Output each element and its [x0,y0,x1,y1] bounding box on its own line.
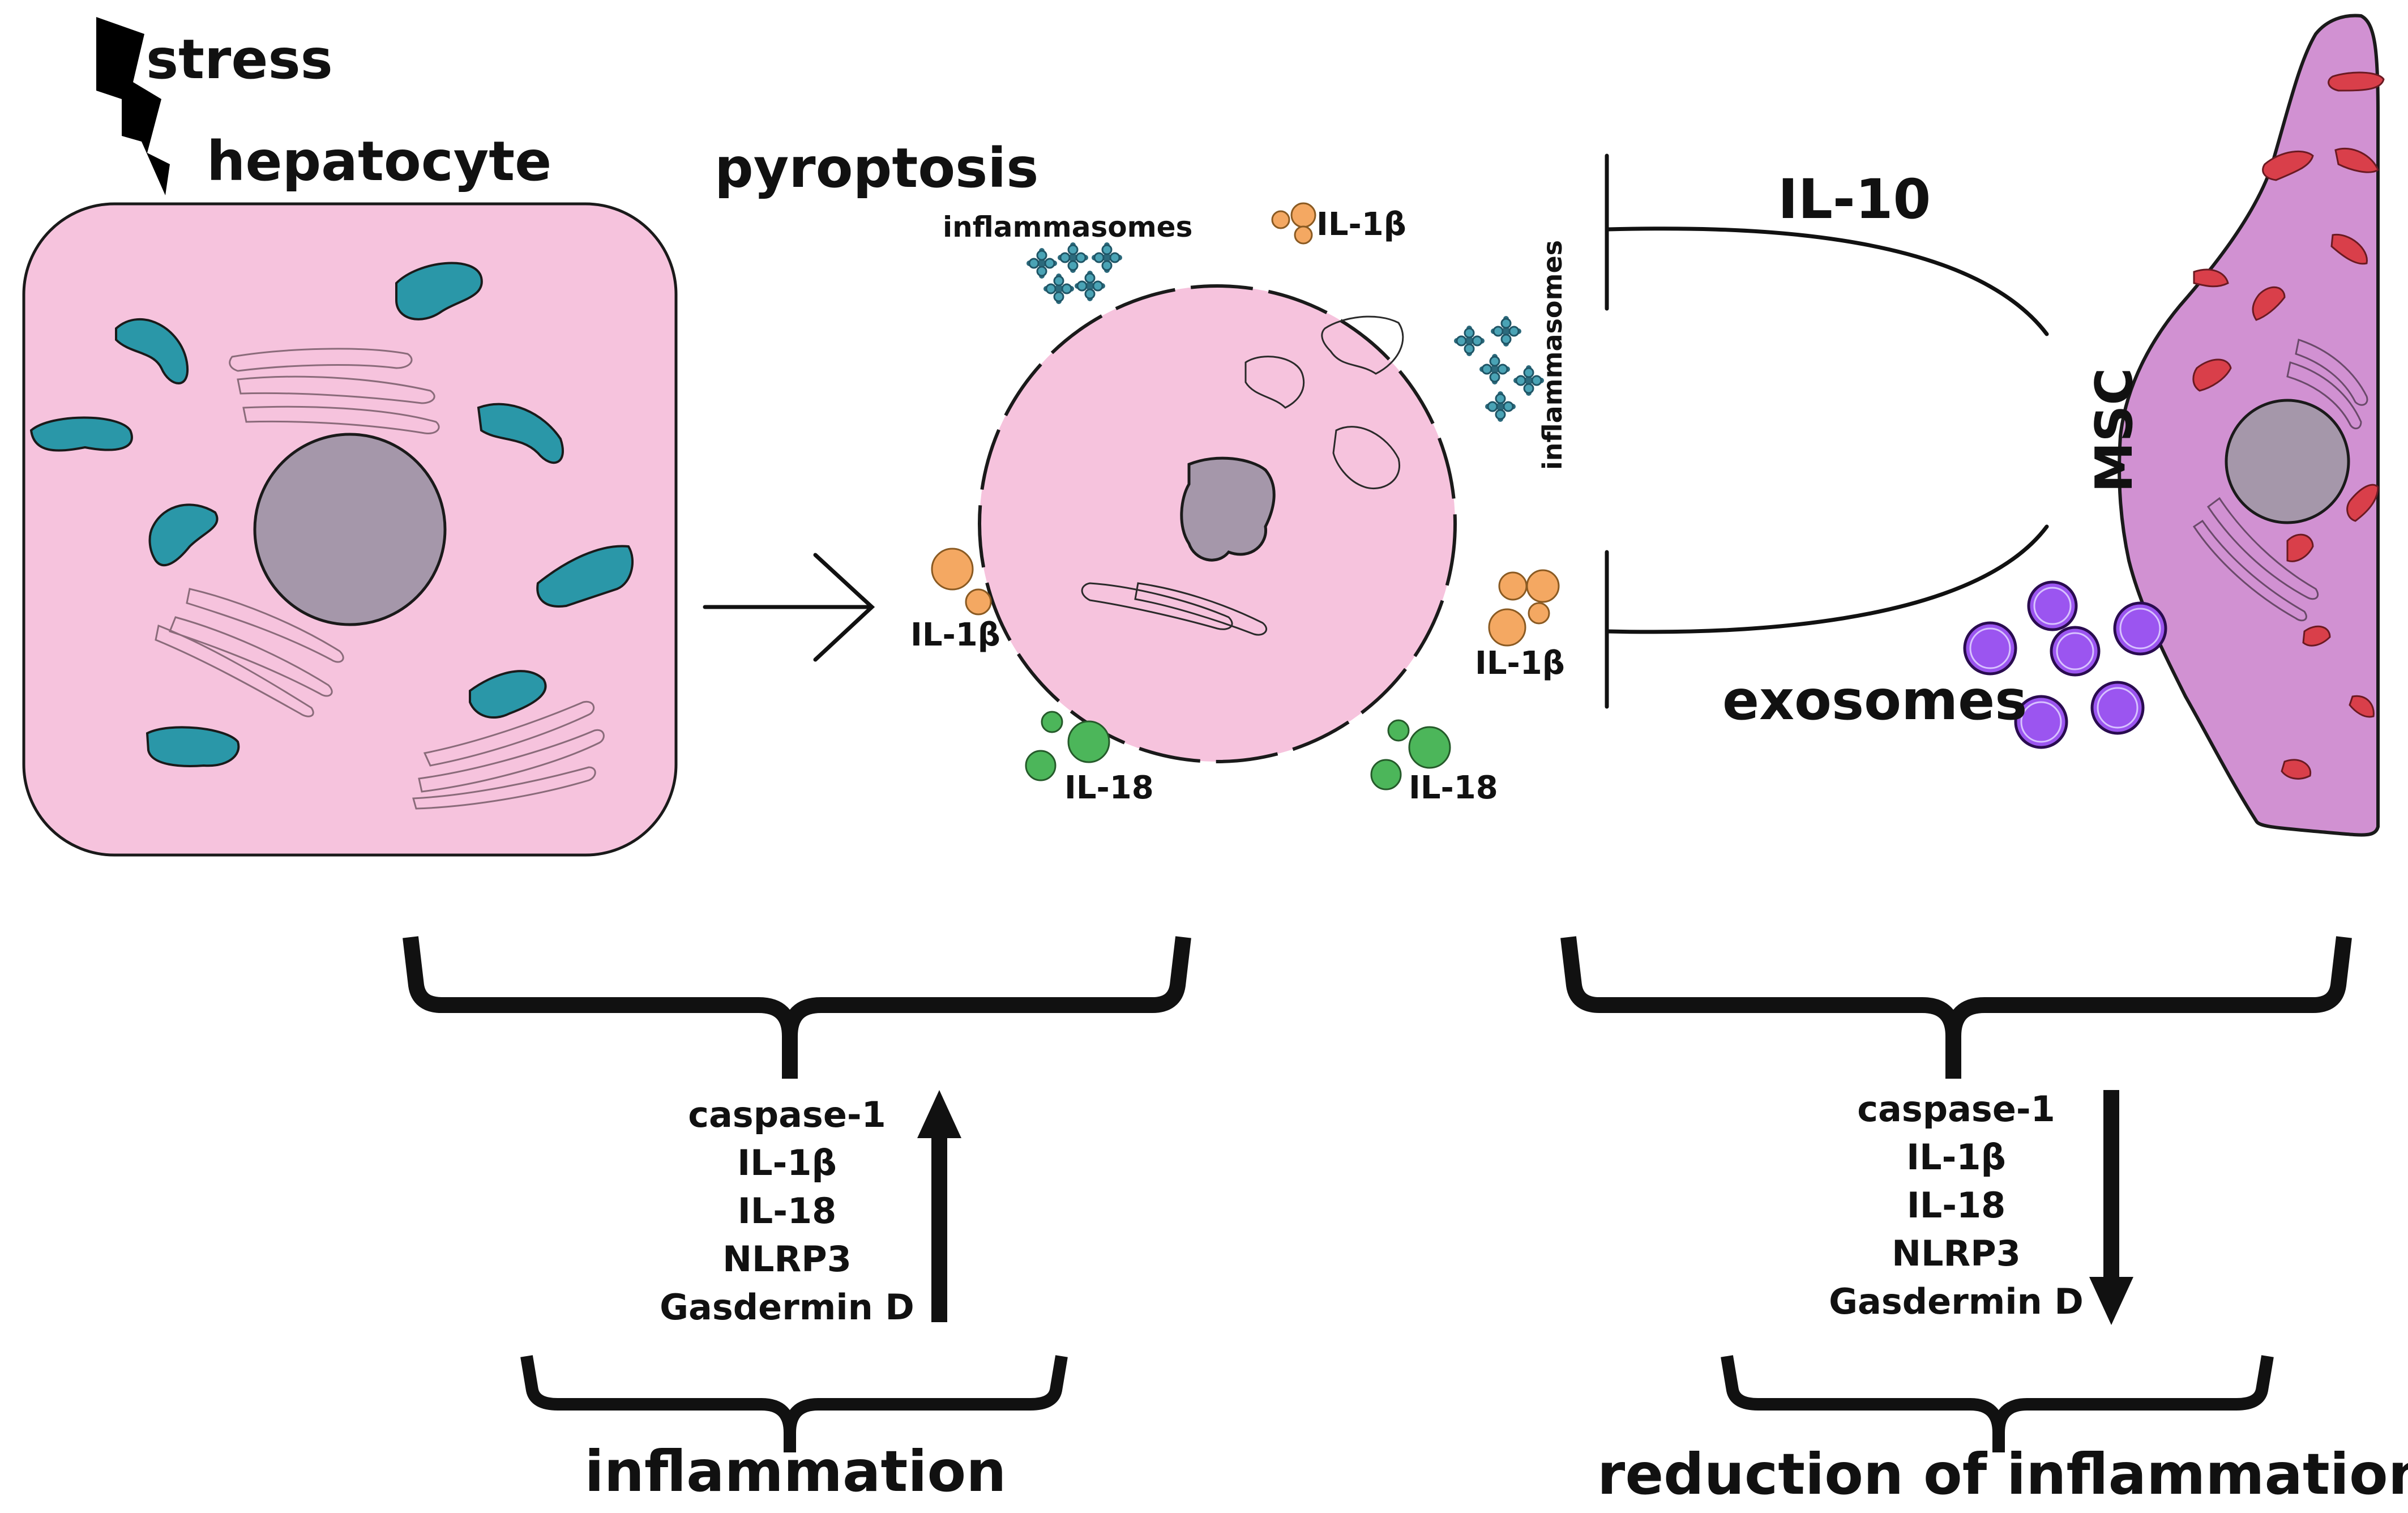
left-marker-item: IL-18 [738,1190,837,1232]
inflammasome-cluster-top [1029,245,1119,301]
hepatocyte-nucleus [253,433,447,626]
right-bottom-brace [1721,1355,2274,1452]
il1b-left-label: IL-1β [910,617,1000,653]
il1b-top-label: IL-1β [1316,206,1406,243]
exosome-vesicles-inner [1969,587,2161,743]
right-marker-item: NLRP3 [1892,1233,2021,1274]
il1b-right-label: IL-1β [1475,645,1565,682]
mitochondria-group [29,262,634,767]
exosome-vesicles [1963,580,2167,749]
left-marker-list: caspase-1 IL-1β IL-18 NLRP3 Gasdermin D [660,1094,914,1328]
up-arrow-icon [917,1090,961,1322]
inflammasomes-top-label: inflammasomes [943,211,1192,243]
left-marker-item: Gasdermin D [660,1287,914,1328]
golgi-apparatus-right [412,700,605,810]
reduction-outcome-label: reduction of inflammation [1597,1441,2408,1507]
right-marker-item: IL-1β [1906,1136,2006,1178]
exosomes-label: exosomes [1722,669,2027,732]
il18-right-label: IL-18 [1409,770,1498,806]
inflammation-outcome-label: inflammation [585,1438,1007,1505]
inhibition-lines [1605,153,2049,709]
il1b-particles-left [931,548,992,616]
stress-label: stress [146,28,333,91]
hepatocyte-label: hepatocyte [207,130,551,193]
left-bottom-brace [520,1355,1068,1452]
msc-organelles [2192,71,2385,780]
golgi-apparatus-lower [155,588,344,717]
right-marker-item: Gasdermin D [1829,1281,2084,1322]
il1b-particles-top [1271,202,1316,245]
fragmented-organelles [1081,315,1404,636]
il18-particles-right [1370,719,1451,790]
pyroptosis-label: pyroptosis [715,136,1038,200]
il1b-particles-right [1488,569,1560,647]
pyroptotic-nucleus [1180,456,1276,562]
golgi-apparatus [229,348,440,434]
inflammasomes-right-label: inflammasomes [1537,240,1568,470]
msc-golgi [2192,339,2368,622]
transition-arrow [703,553,875,662]
inflammasome-cluster-right [1457,319,1541,419]
il10-label: IL-10 [1778,168,1931,231]
right-marker-item: caspase-1 [1857,1088,2055,1130]
msc-label: MSC [2085,368,2144,493]
left-top-brace [403,936,1191,1079]
left-marker-item: caspase-1 [688,1094,886,1135]
right-marker-list: caspase-1 IL-1β IL-18 NLRP3 Gasdermin D [1829,1088,2084,1322]
left-marker-item: IL-1β [737,1142,837,1183]
right-marker-item: IL-18 [1907,1185,2006,1226]
left-marker-item: NLRP3 [722,1238,852,1280]
msc-nucleus [2225,399,2350,524]
right-top-brace [1560,936,2352,1079]
il18-particles-left [1025,711,1110,781]
lightning-bolt-icon [96,17,170,195]
down-arrow-icon [2089,1090,2133,1325]
il18-left-label: IL-18 [1064,770,1154,806]
